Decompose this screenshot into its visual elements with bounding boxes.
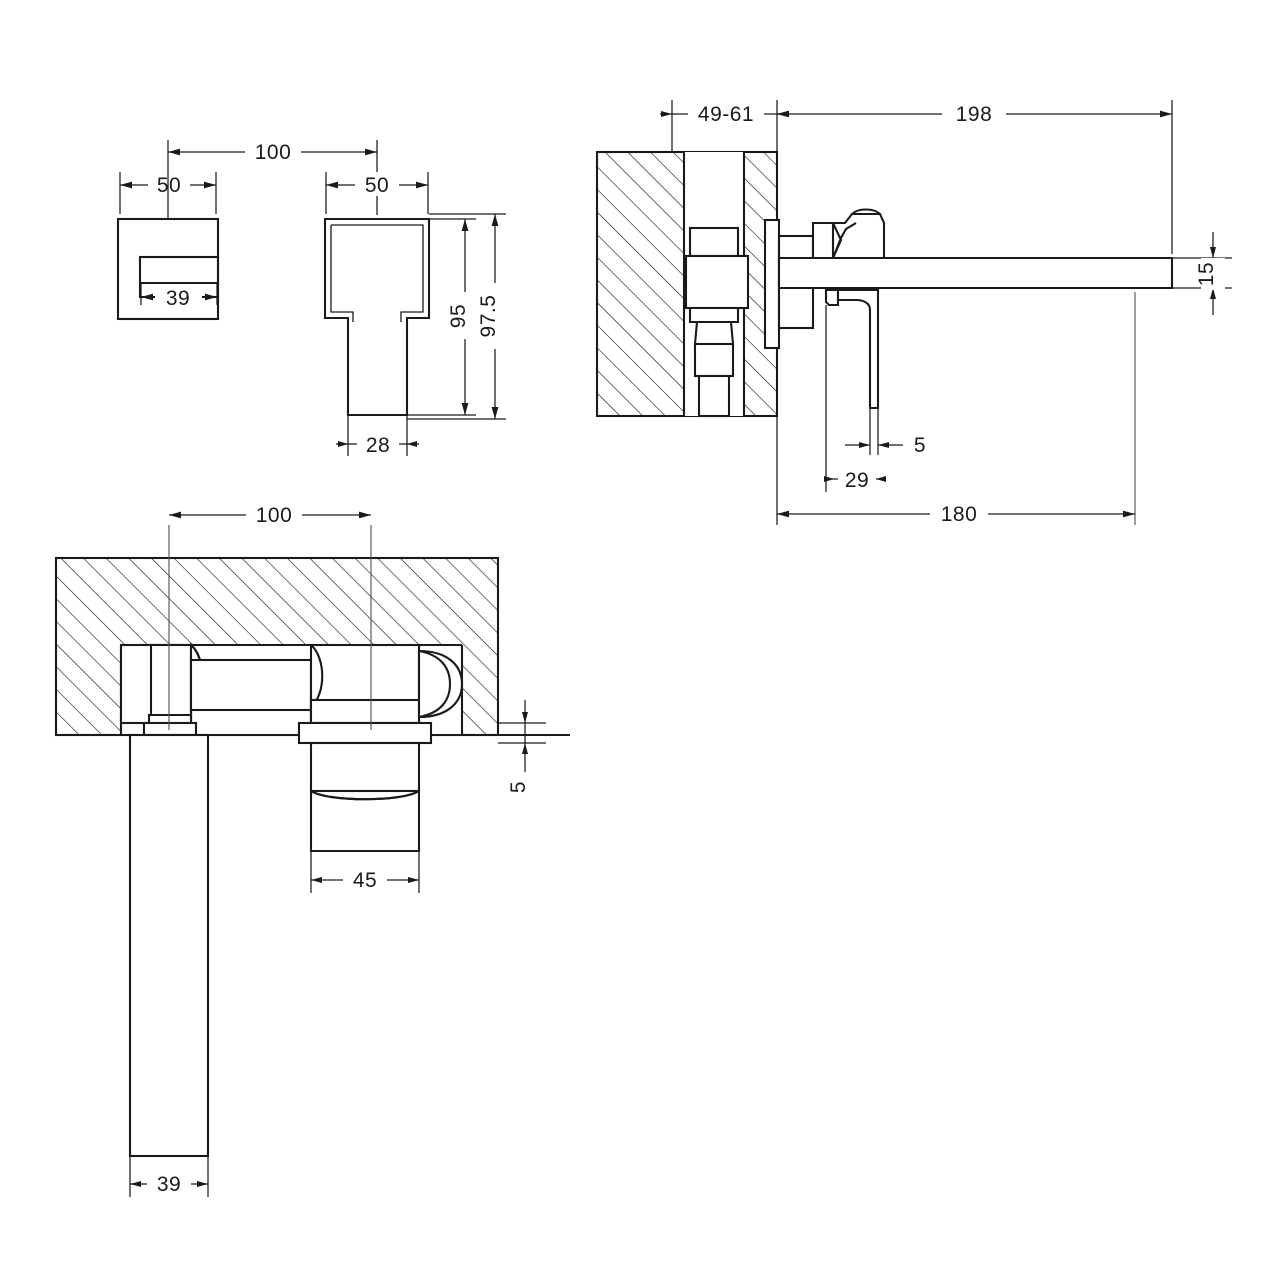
dim-group-39-front: 39 <box>140 283 218 310</box>
lever-cap-dome <box>851 208 881 215</box>
dim-group-15: 15 <box>1172 232 1232 315</box>
dim-arrow <box>408 877 419 883</box>
dim-label-95: 95 <box>447 304 470 328</box>
dim-label-5-side: 5 <box>914 434 926 457</box>
dim-text-bg <box>245 138 301 164</box>
dim-arrow <box>130 1181 141 1187</box>
dim-text-bg <box>942 101 1006 126</box>
dim-text-bg <box>1201 258 1225 290</box>
valve-cap-round <box>417 649 464 719</box>
dim-group-975: 97.5 <box>407 213 508 420</box>
dim-group-29: 29 <box>824 305 886 492</box>
dim-text-bg <box>688 101 764 126</box>
dim-text-bg <box>357 432 399 456</box>
dim-label-39-front: 39 <box>166 287 190 310</box>
dim-text-bg <box>452 292 478 339</box>
dim-arrow <box>1210 247 1216 258</box>
dim-label-28: 28 <box>366 434 390 457</box>
valve-lower-block <box>688 306 740 324</box>
handle-inner-outline-left <box>330 225 354 322</box>
dim-label-100-plan: 100 <box>256 504 293 527</box>
dim-arrow <box>859 442 870 448</box>
handle-lever-curve <box>310 790 420 801</box>
view-top-plan-section <box>54 556 570 1158</box>
dim-arrow <box>197 1181 208 1187</box>
dim-label-45: 45 <box>353 869 377 892</box>
escutcheon-plate-side <box>763 218 781 350</box>
dim-group-4961: 49-61 <box>660 100 788 152</box>
valve-taper <box>693 320 735 346</box>
dim-group-100-plan: 100 <box>169 502 371 527</box>
spout-arm-side <box>777 256 1174 290</box>
dim-arrow <box>522 743 528 754</box>
dim-group-handle-50: 50 <box>325 172 429 214</box>
lever-arm-joint <box>824 288 840 307</box>
lever-hub <box>811 221 835 260</box>
dim-label-15: 15 <box>1195 262 1218 286</box>
dim-text-bg <box>148 172 190 196</box>
dim-text-bg <box>838 466 876 490</box>
spout-tube-plan <box>128 733 210 1158</box>
dim-label-39-plan: 39 <box>157 1173 181 1196</box>
valve-inlet-pipe <box>697 374 731 418</box>
dim-group-198: 198 <box>777 100 1173 254</box>
dim-arrow <box>311 877 322 883</box>
dim-group-39-plan: 39 <box>129 1156 209 1197</box>
dim-group-spout-50: 50 <box>119 172 217 214</box>
dim-group-5-plan: 5 <box>498 700 546 793</box>
dim-text-bg <box>482 283 508 349</box>
dim-text-bg <box>355 172 399 196</box>
dim-label-4961: 49-61 <box>698 103 754 126</box>
dim-text-bg <box>930 501 988 526</box>
dim-text-bg <box>155 284 202 309</box>
dim-arrow <box>824 476 834 482</box>
dim-arrow <box>522 712 528 723</box>
dim-label-50-handle: 50 <box>365 174 389 197</box>
dim-label-50-spout: 50 <box>157 174 181 197</box>
dim-label-198: 198 <box>956 103 993 126</box>
spout-inlet-inner <box>149 643 193 725</box>
center-lines-plan <box>168 525 372 730</box>
dim-arrow <box>407 441 417 447</box>
dim-group-100-front: 100 <box>167 138 378 219</box>
spout-nut-plan <box>142 721 198 737</box>
dim-group-5-side: 5 <box>845 408 926 457</box>
handle-body-plan <box>309 741 421 793</box>
valve-shank <box>693 342 735 378</box>
handle-inner-outline <box>331 224 424 322</box>
dim-text-bg <box>343 866 387 891</box>
dim-arrow <box>338 441 348 447</box>
dim-arrow <box>1210 288 1216 299</box>
dim-label-100-front: 100 <box>255 141 292 164</box>
dim-group-45: 45 <box>310 851 420 893</box>
view-side-section <box>595 150 1174 418</box>
lever-arm <box>836 288 880 410</box>
connecting-tube <box>189 658 313 712</box>
dim-text-bg <box>246 502 302 527</box>
dim-label-5-plan: 5 <box>507 781 530 793</box>
dim-label-975: 97.5 <box>477 295 500 338</box>
valve-top-block <box>688 226 740 258</box>
valve-flange-plan <box>297 721 433 745</box>
dim-group-180: 180 <box>776 292 1136 526</box>
lever-cap-facet <box>832 222 857 259</box>
dim-label-29: 29 <box>845 469 869 492</box>
dim-group-28: 28 <box>336 415 419 457</box>
dim-group-95: 95 <box>407 218 478 416</box>
dim-text-bg <box>147 1170 191 1195</box>
dim-label-180: 180 <box>941 503 978 526</box>
dim-arrow <box>876 476 886 482</box>
valve-body-shoulder <box>309 698 421 725</box>
valve-cap-curve <box>418 649 452 719</box>
valve-main-block <box>684 254 750 310</box>
dim-arrow <box>661 111 672 117</box>
dim-arrow <box>878 442 889 448</box>
